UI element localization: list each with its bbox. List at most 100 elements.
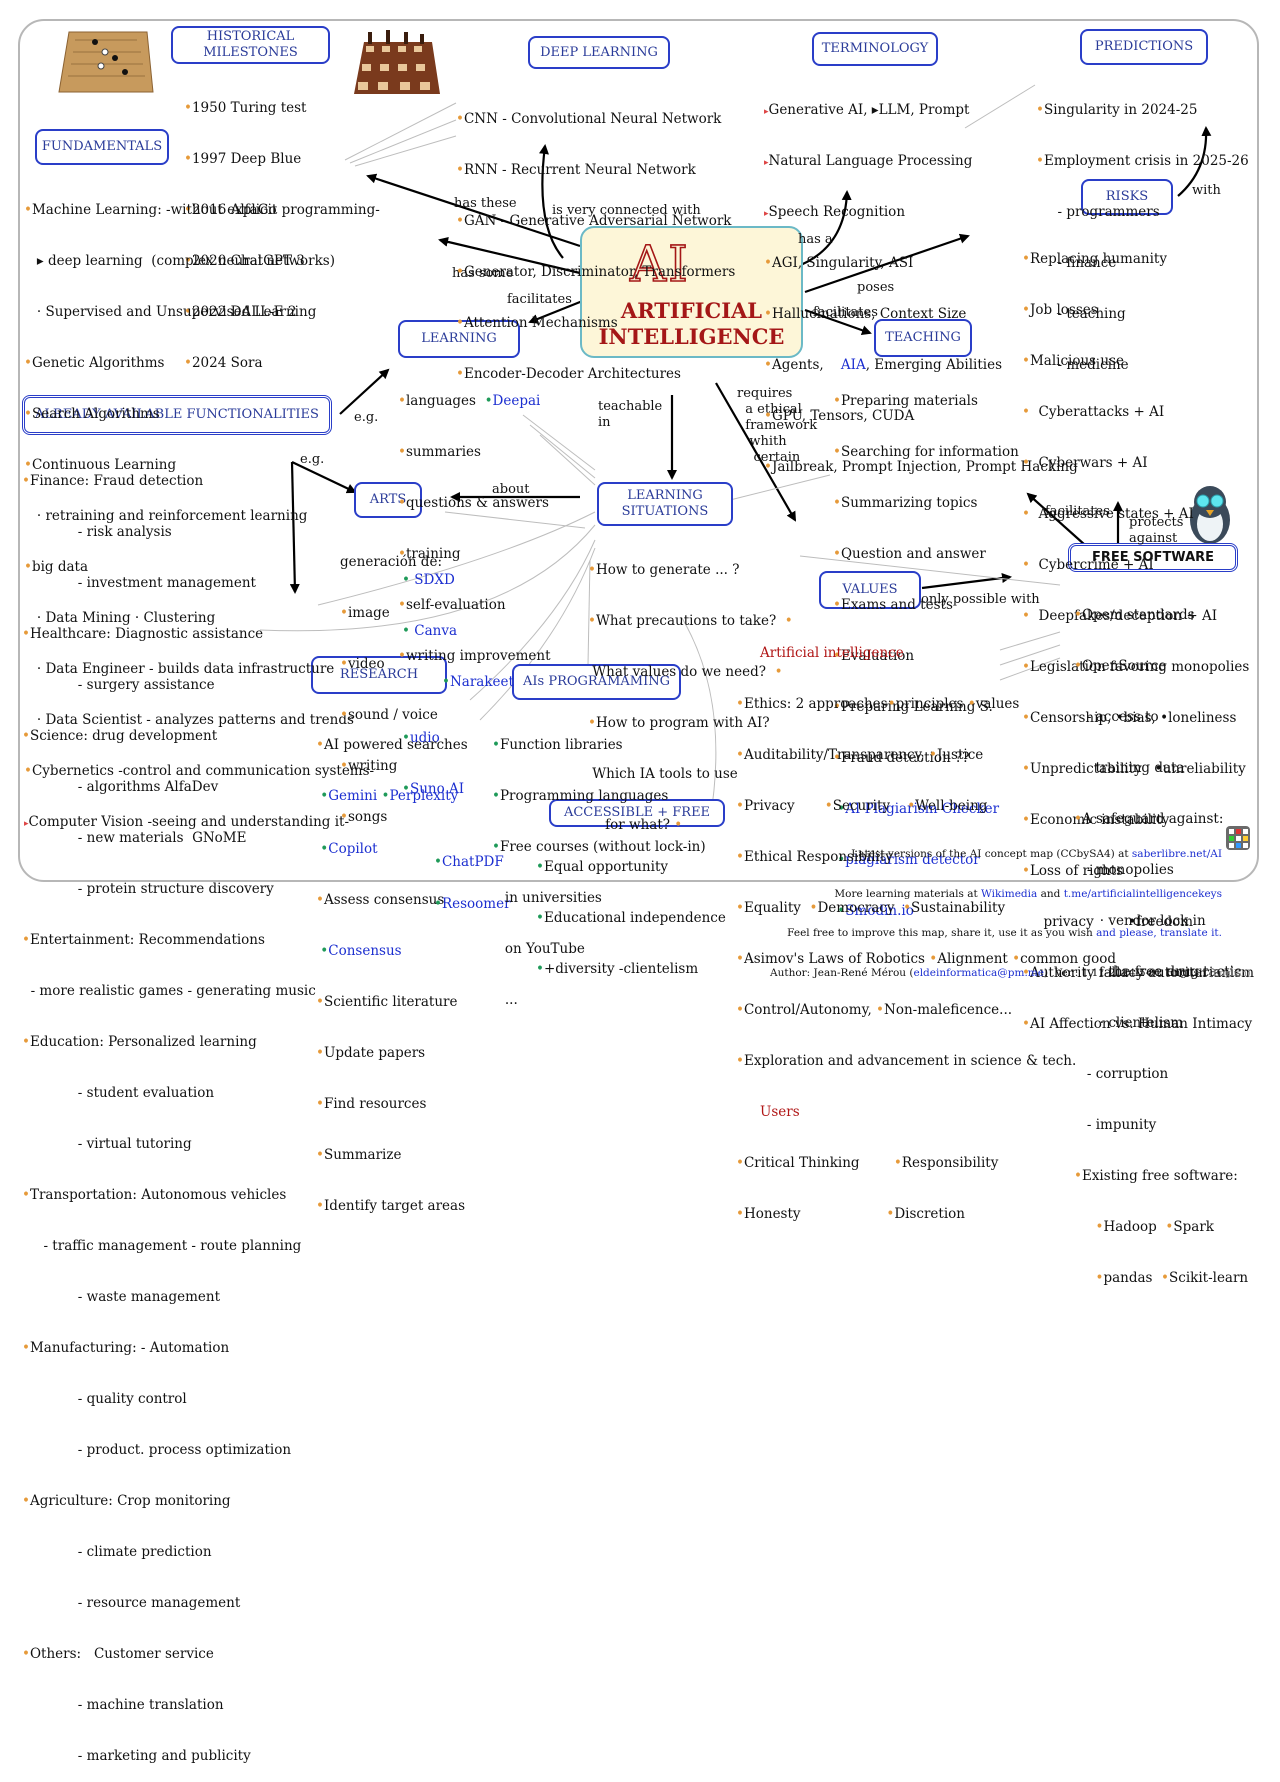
list-item: • Cybercrime + AI xyxy=(1022,557,1154,573)
plagiarism-detector-link[interactable]: plagiarism detector xyxy=(845,852,980,868)
list-item: •Healthcare: Diagnostic assistance xyxy=(22,626,264,642)
list-item: •Control/Autonomy, •Non-maleficence... xyxy=(736,1002,1013,1018)
saberlibre-link[interactable]: saberlibre.net/AI xyxy=(1131,848,1222,860)
perplexity-link[interactable]: Perplexity xyxy=(389,788,459,804)
label-only-possible: only possible with xyxy=(921,592,1040,607)
list-item: •AGI, Singularity, ASI xyxy=(764,255,914,271)
list-item: •Replacing humanity xyxy=(1022,251,1167,267)
list-item: - medicine xyxy=(1040,357,1129,373)
consensus-link[interactable]: Consensus xyxy=(328,943,402,959)
already-available-box: ALREADY AVAILABLE FUNCTIONALITIES xyxy=(22,395,332,435)
list-item: •OpenSource xyxy=(1074,658,1167,674)
list-item: •2016 AlfaGo xyxy=(184,202,277,218)
map-frame xyxy=(18,19,1259,882)
list-item: • Deepfakes/deception + AI xyxy=(1022,608,1218,624)
aia-link[interactable]: AIA xyxy=(840,357,866,373)
list-item: •summaries xyxy=(398,444,481,460)
list-item: - quality control xyxy=(22,1391,187,1407)
list-item: •A safeguard against: xyxy=(1074,811,1224,827)
sdxd-link[interactable]: SDXD xyxy=(414,572,455,588)
risks-box: RISKS xyxy=(1081,179,1173,215)
list-item: · Data Scientist - analyzes patterns and… xyxy=(24,712,354,728)
arts-header: generación de: xyxy=(340,554,442,570)
list-item: •Function libraries xyxy=(492,737,623,753)
list-item: - investment management xyxy=(22,575,256,591)
deep-learning-list: •CNN - Convolutional Neural Network •RNN… xyxy=(456,77,735,400)
list-item: •Legislation favoring monopolies xyxy=(1022,659,1250,675)
deepai-link[interactable]: Deepai xyxy=(492,393,541,409)
list-item: •sound / voice xyxy=(340,707,438,723)
fundamentals-list: •Machine Learning: -without explicit pro… xyxy=(24,168,380,848)
list-item: •Attention Mechanisms xyxy=(456,315,618,331)
list-item: in universities xyxy=(492,890,602,906)
list-item: •Ethics: 2 approaches•principles •values xyxy=(736,696,1020,712)
ais-programming-list: •Function libraries •Programming languag… xyxy=(492,703,706,1026)
list-item: Which IA tools to use xyxy=(592,766,738,782)
list-item: •Auditability/Transparency, •Justice xyxy=(736,747,984,763)
free-software-box: FREE SOFTWARE xyxy=(1068,543,1238,572)
arts-list: generación de: •image •video •sound / vo… xyxy=(340,520,442,843)
list-item: •1950 Turing test xyxy=(184,100,307,116)
list-item: - climate prediction xyxy=(22,1544,212,1560)
central-title-line2: INTELLIGENCE xyxy=(598,324,785,349)
list-item: - machine translation xyxy=(22,1697,224,1713)
plagiarism-checker-link[interactable]: AI Plagiarism Checker xyxy=(845,801,1000,817)
label-about: about xyxy=(492,482,530,497)
suno-link[interactable]: Suno AI xyxy=(409,781,465,797)
wikimedia-link[interactable]: Wikimedia xyxy=(981,887,1038,900)
list-item: •Jailbreak, Prompt Injection, Prompt Hac… xyxy=(764,459,1078,475)
email-link[interactable]: eldeinformatica@pm.me xyxy=(913,966,1044,979)
list-item: •video xyxy=(340,656,385,672)
label-has-these: has these xyxy=(454,196,517,211)
copilot-link[interactable]: Copilot xyxy=(328,841,378,857)
narakeet-link[interactable]: Narakeet xyxy=(449,674,514,690)
label-protects-against: protects against xyxy=(1129,515,1184,546)
list-item: •Summarize xyxy=(316,1147,402,1163)
list-item: •+diversity -clientelism xyxy=(536,961,699,977)
chatpdf-link[interactable]: ChatPDF xyxy=(441,854,504,870)
list-item: •Narakeet xyxy=(442,674,514,690)
list-item: • SDXD xyxy=(402,572,455,588)
list-item: •Hallucinations, Context Size xyxy=(764,306,967,322)
list-item: •Manufacturing: - Automation xyxy=(22,1340,230,1356)
list-item: - monopolies xyxy=(1074,862,1174,878)
list-item: •2024 Sora xyxy=(184,355,263,371)
list-item: •training xyxy=(398,546,461,562)
list-item: •image xyxy=(340,605,390,621)
accessible-list: •Equal opportunity •Educational independ… xyxy=(536,825,726,995)
gemini-link[interactable]: Gemini xyxy=(328,788,378,804)
list-item: - programmers xyxy=(1040,204,1160,220)
list-item: What values do we need? • xyxy=(592,664,783,680)
udio-link[interactable]: udio xyxy=(409,730,440,746)
list-item: •plagiarism detector xyxy=(837,852,980,868)
list-item: ▸ deep learning (complex neural networks… xyxy=(24,253,335,269)
list-item: ▸Speech Recognition xyxy=(764,204,906,220)
list-item: •Finance: Fraud detection xyxy=(22,473,204,489)
list-item: • Canva xyxy=(402,623,458,639)
deep-learning-box: DEEP LEARNING xyxy=(528,36,670,69)
list-item: •Employment crisis in 2025-26 xyxy=(1036,153,1249,169)
list-item: •Update papers xyxy=(316,1045,426,1061)
list-item: - surgery assistance xyxy=(22,677,215,693)
list-item: •Exams and tests xyxy=(833,597,953,613)
list-item: - risk analysis xyxy=(22,524,172,540)
list-item: •Question and answer xyxy=(833,546,986,562)
connector-lines xyxy=(259,84,1212,821)
list-item: •pandas •Scikit-learn xyxy=(1095,1270,1249,1286)
list-item: •Ethical Responsibility xyxy=(736,849,893,865)
list-item: • Cyberwars + AI xyxy=(1022,455,1148,471)
list-item: •Censorship, •bias, •loneliness xyxy=(1022,710,1237,726)
canva-link[interactable]: Canva xyxy=(414,623,458,639)
telegram-link[interactable]: t.me/artificialintelligencekeys xyxy=(1063,887,1222,900)
label-facilitates-teaching: facilitates xyxy=(813,305,878,320)
central-title-line1: ARTIFICIAL xyxy=(620,298,763,323)
list-item: •Suno AI xyxy=(402,781,465,797)
list-item: •2022 DALL-E 2 xyxy=(184,304,297,320)
list-item: •Fraud detection ?? xyxy=(833,750,970,766)
list-item: • Aggressive states + AI xyxy=(1022,506,1194,522)
list-item: •Preparing materials xyxy=(833,393,978,409)
list-item: •questions & answers xyxy=(398,495,549,511)
chess-board-image xyxy=(354,30,440,94)
list-item: •Searching for information xyxy=(833,444,1019,460)
footer-line3: Feel free to improve this map, share it,… xyxy=(787,927,1222,939)
